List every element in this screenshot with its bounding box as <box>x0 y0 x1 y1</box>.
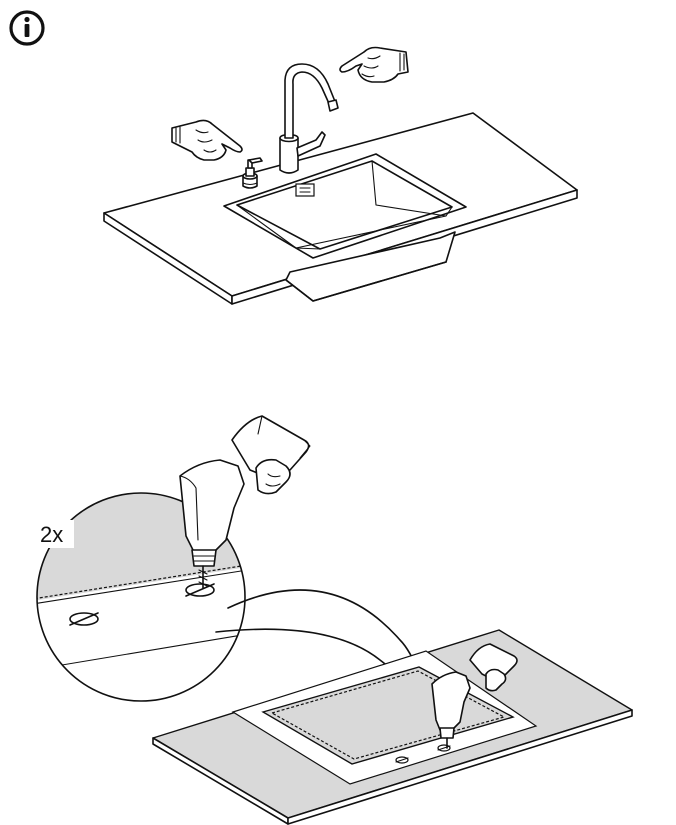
drill-mark-small-left <box>395 756 409 764</box>
pointing-hand-left-icon <box>171 119 243 161</box>
countertop-with-sink <box>103 112 578 305</box>
overflow-plate <box>295 183 315 197</box>
drill-mark-small-right <box>437 744 451 752</box>
kitchen-tap <box>279 63 339 174</box>
drill-mark-left <box>69 612 99 626</box>
drill-mark-right <box>185 583 215 597</box>
drill-large <box>179 415 311 589</box>
info-icon <box>9 10 45 46</box>
drill-small <box>431 643 518 749</box>
pointing-hand-right-icon <box>339 46 409 83</box>
soap-dispenser <box>242 157 263 189</box>
repeat-count-text: 2x <box>40 522 63 547</box>
repeat-label: 2x <box>36 520 74 548</box>
